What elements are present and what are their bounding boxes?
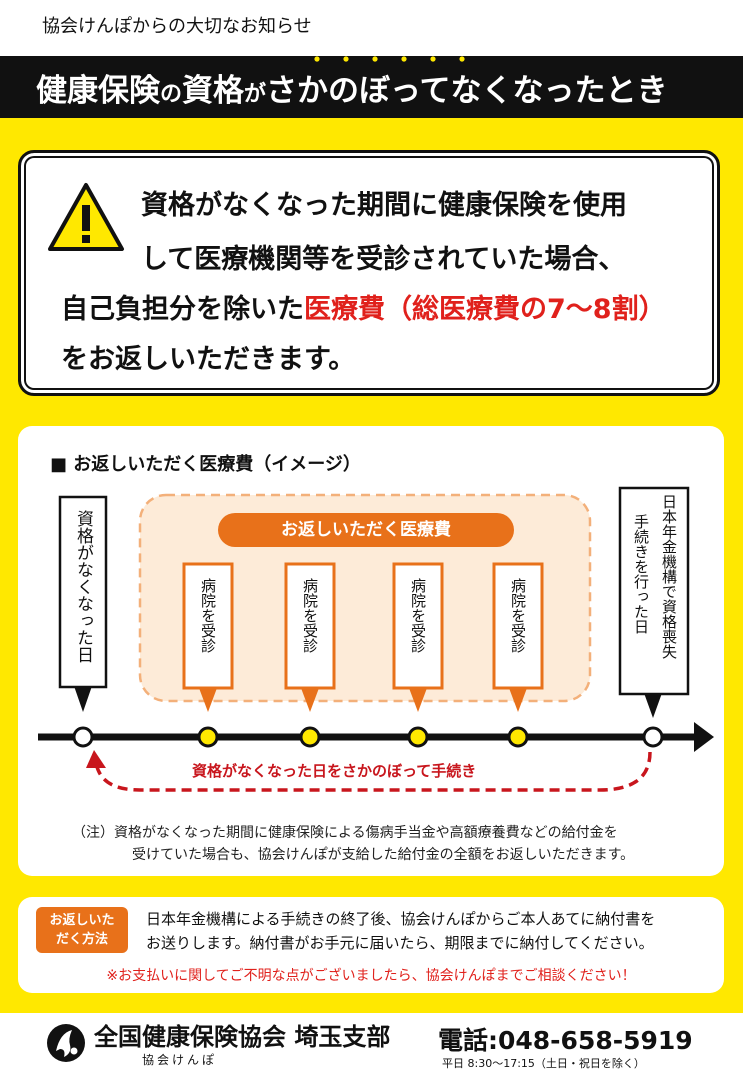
kyokai-kenpo-logo-icon bbox=[47, 1024, 85, 1062]
return-method-text: 日本年金機構による手続きの終了後、協会けんぽからご本人あてに納付書を お送りしま… bbox=[146, 907, 655, 955]
visit-label: 病院を受診 bbox=[509, 578, 527, 653]
timeline-dot-end bbox=[642, 726, 664, 748]
page-title: 健康保険の資格がさかのぼってなくなったとき bbox=[36, 65, 667, 110]
alert-line-2: して医療機関等を受診されていた場合、 bbox=[141, 244, 626, 275]
return-arrow-head bbox=[86, 750, 106, 768]
image-section-title: ■ お返しいただく医療費（イメージ） bbox=[50, 454, 361, 475]
return-method-label-line-2: だく方法 bbox=[55, 932, 108, 947]
title-part-shikaku: 資格 bbox=[182, 73, 245, 109]
dashed-arrow-left-icon bbox=[94, 751, 652, 792]
return-method-text-line-1: 日本年金機構による手続きの終了後、協会けんぽからご本人あてに納付書を bbox=[146, 910, 656, 928]
kicker-text: 協会けんぽからの大切なお知らせ bbox=[42, 16, 312, 37]
timeline-dot-visit bbox=[197, 726, 219, 748]
refund-banner-bg bbox=[218, 513, 514, 547]
left-label-text: 資格がなくなった日 bbox=[73, 510, 93, 663]
right-label-text-col2: 手続きを行った日 bbox=[632, 514, 650, 634]
return-method-label: お返しいた だく方法 bbox=[36, 907, 128, 953]
title-part-sakanobotte: さかのぼってなくなったとき bbox=[266, 73, 668, 109]
title-part-no: の bbox=[160, 82, 183, 107]
title-bar: 健康保険の資格がさかのぼってなくなったとき bbox=[0, 56, 743, 118]
refund-banner-label: お返しいただく医療費 bbox=[281, 520, 451, 540]
alert-box: 資格がなくなった期間に健康保険を使用 して医療機関等を受診されていた場合、 自己… bbox=[18, 150, 720, 396]
arrow-right-icon bbox=[694, 722, 714, 752]
right-label-text-col1: 日本年金機構で資格喪失 bbox=[660, 494, 678, 659]
timeline-dot-visit bbox=[507, 726, 529, 748]
warning-triangle-icon bbox=[48, 183, 124, 251]
return-method-label-line-1: お返しいた bbox=[49, 913, 115, 928]
alert-line-4: をお返しいただきます。 bbox=[61, 344, 356, 375]
timeline-dot-visit bbox=[407, 726, 429, 748]
phone-number: 電話:048-658-5919 bbox=[438, 1026, 693, 1055]
note-line-1: （注）資格がなくなった期間に健康保険による傷病手当金や高額療養費などの給付金を bbox=[72, 825, 618, 841]
visit-label: 病院を受診 bbox=[409, 578, 427, 653]
right-label-pointer bbox=[644, 693, 662, 718]
timeline-dot-start bbox=[72, 726, 94, 748]
return-method-text-line-2: お送りします。納付書がお手元に届いたら、期限までに納付してください。 bbox=[146, 934, 654, 952]
left-label-box bbox=[58, 495, 108, 689]
alert-medical-cost-highlight: 医療費（総医療費の7～8割） bbox=[304, 294, 666, 325]
timeline-dot-visit bbox=[299, 726, 321, 748]
alert-line-3: 自己負担分を除いた医療費（総医療費の7～8割） bbox=[61, 287, 666, 326]
visit-boxes bbox=[182, 562, 544, 712]
return-method-box: お返しいた だく方法 日本年金機構による手続きの終了後、協会けんぽからご本人あて… bbox=[18, 897, 724, 993]
alert-line-1: 資格がなくなった期間に健康保険を使用 bbox=[141, 190, 627, 221]
image-section-note: （注）資格がなくなった期間に健康保険による傷病手当金や高額療養費などの給付金を … bbox=[72, 822, 634, 866]
right-label-box bbox=[618, 486, 690, 696]
title-part-ga: が bbox=[244, 82, 267, 107]
left-label-pointer bbox=[74, 686, 92, 712]
emphasis-dots bbox=[314, 56, 465, 62]
visit-label: 病院を受診 bbox=[199, 578, 217, 653]
organization-subname: 協会けんぽ bbox=[142, 1053, 218, 1067]
alert-line-3-prefix: 自己負担分を除いた bbox=[61, 294, 304, 325]
visit-label: 病院を受診 bbox=[301, 578, 319, 653]
office-hours: 平日 8:30～17:15（土日・祝日を除く） bbox=[442, 1057, 645, 1070]
note-line-2: 受けていた場合も、協会けんぽが支給した給付金の全額をお返しいただきます。 bbox=[132, 847, 635, 863]
inquiry-note: ※お支払いに関してご不明な点がございましたら、協会けんぽまでご相談ください！ bbox=[106, 968, 636, 984]
footer: 全国健康保険協会 埼玉支部 協会けんぽ 電話:048-658-5919 平日 8… bbox=[0, 1013, 743, 1072]
title-part-kenkohoken: 健康保険 bbox=[36, 73, 160, 109]
organization-name: 全国健康保険協会 埼玉支部 bbox=[94, 1023, 391, 1051]
return-arrow-label: 資格がなくなった日をさかのぼって手続き bbox=[192, 762, 477, 780]
